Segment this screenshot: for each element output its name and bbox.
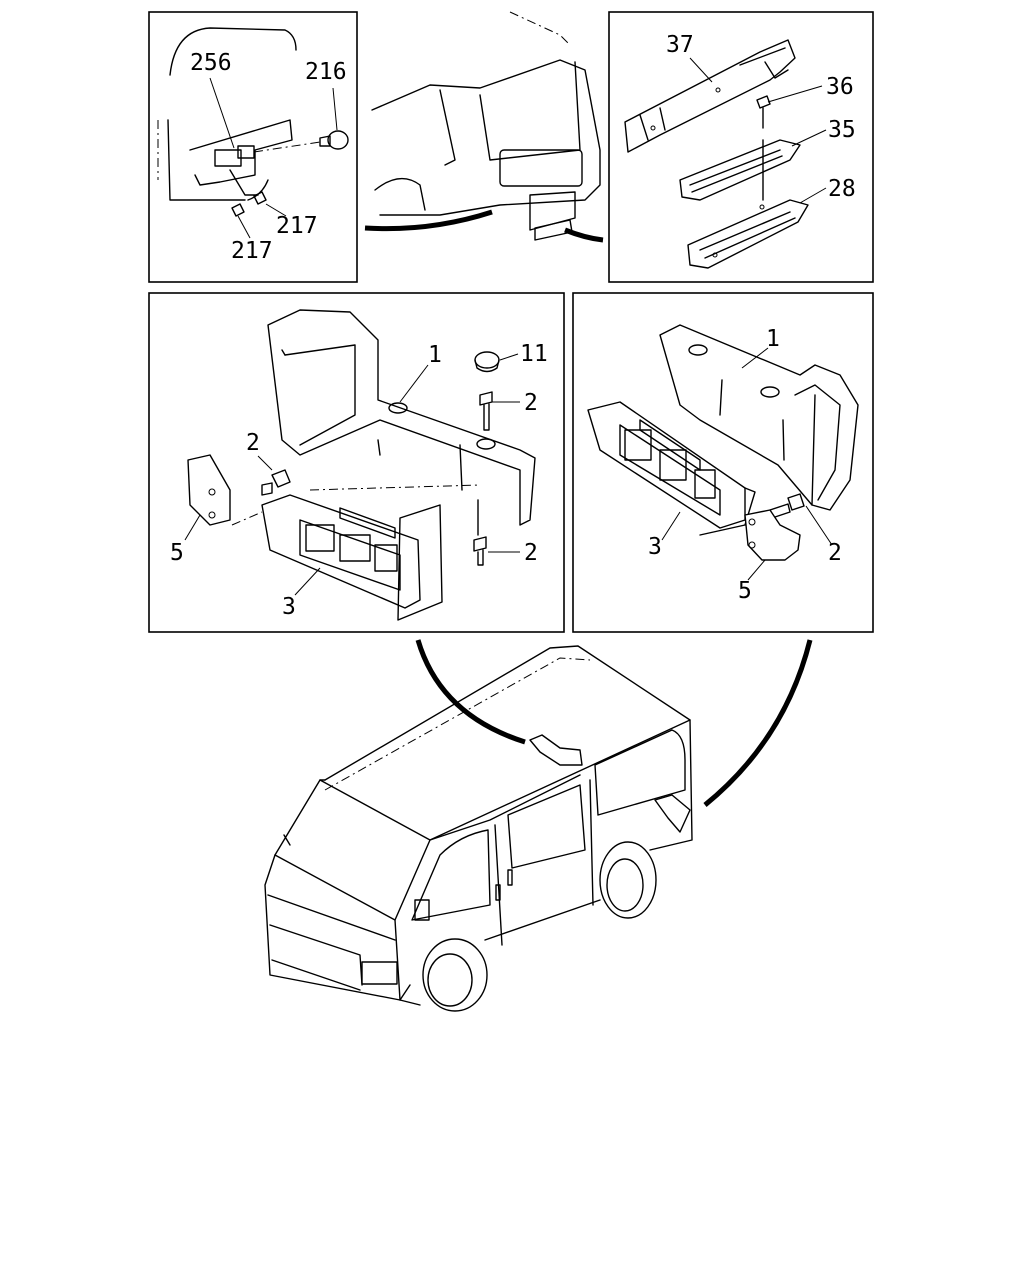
panel-rear-bumper-detail: 256 216 217 217 xyxy=(148,11,358,283)
callout-1: 1 xyxy=(766,326,780,352)
callout-35: 35 xyxy=(828,117,856,143)
panel-left-mudguard: 1 11 2 2 2 5 3 xyxy=(148,292,565,633)
rear-van-view xyxy=(364,11,604,243)
callout-5: 5 xyxy=(170,540,184,566)
panel-right-mudguard: 1 3 2 5 xyxy=(572,292,874,633)
callout-11: 11 xyxy=(520,341,548,367)
connector-arcs xyxy=(415,639,813,807)
callout-1: 1 xyxy=(428,342,442,368)
callout-37: 37 xyxy=(666,32,694,58)
callout-217-lower: 217 xyxy=(231,238,273,264)
callout-2-top: 2 xyxy=(524,390,538,416)
callout-36: 36 xyxy=(826,74,854,100)
van-overview xyxy=(264,645,693,1012)
callout-2-bottom: 2 xyxy=(524,540,538,566)
panel-step-assembly: 37 36 35 28 xyxy=(608,11,874,283)
callout-3: 3 xyxy=(282,594,296,620)
callout-5: 5 xyxy=(738,578,752,604)
callout-3: 3 xyxy=(648,534,662,560)
callout-216: 216 xyxy=(305,59,347,85)
callout-28: 28 xyxy=(828,176,856,202)
callout-2: 2 xyxy=(828,540,842,566)
callout-256: 256 xyxy=(190,50,232,76)
callout-2-left: 2 xyxy=(246,430,260,456)
callout-217-upper: 217 xyxy=(276,213,318,239)
